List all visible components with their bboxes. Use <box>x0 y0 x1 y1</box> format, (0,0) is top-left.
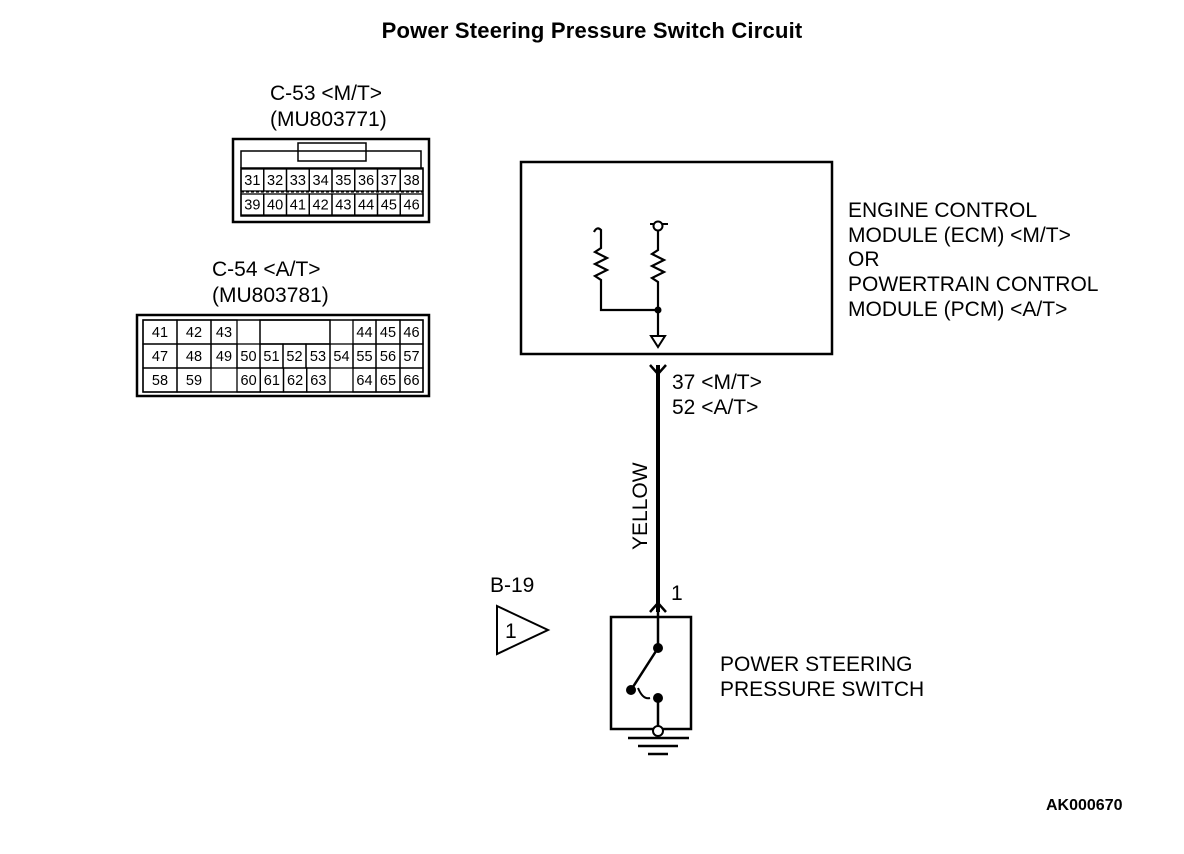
switch-label-line1: POWER STEERING <box>720 653 913 676</box>
switch-terminal-arrow <box>649 601 667 613</box>
pin-cell <box>176 367 212 393</box>
pin-number: 31 <box>244 173 260 189</box>
figure-code: AK000670 <box>1046 797 1123 814</box>
pin-cell <box>399 168 424 192</box>
pin-number: 46 <box>403 325 419 341</box>
switch-blade <box>629 647 660 691</box>
ecm-label-line5: MODULE (PCM) <A/T> <box>848 298 1067 321</box>
ecm-label-line1: ENGINE CONTROL <box>848 199 1037 222</box>
pin-number: 63 <box>310 373 326 389</box>
pin-number: 48 <box>186 349 202 365</box>
connector-c53-part: (MU803771) <box>270 108 387 131</box>
pin-number: 49 <box>216 349 232 365</box>
switch-ground-terminal <box>652 725 664 737</box>
switch-spring <box>637 687 651 700</box>
pin-number: 52 <box>286 349 302 365</box>
ecm-right-resistor <box>649 231 667 336</box>
pin-number: 58 <box>152 373 168 389</box>
ecm-label-line4: POWERTRAIN CONTROL <box>848 273 1098 296</box>
connector-c54-part: (MU803781) <box>212 284 329 307</box>
pin-number: 44 <box>356 325 372 341</box>
pin-number: 44 <box>358 198 374 214</box>
pin-number: 41 <box>152 325 168 341</box>
ecm-supply-terminal <box>652 220 664 232</box>
connector-c53-lock <box>297 142 367 162</box>
pin-number: 62 <box>287 373 303 389</box>
pin-number: 46 <box>404 198 420 214</box>
switch-pivot-contact <box>626 685 636 695</box>
pin-number: 34 <box>313 173 329 189</box>
ecm-input-buffer <box>649 335 667 349</box>
pin-cell <box>306 367 331 393</box>
ecm-module: ENGINE CONTROL MODULE (ECM) <M/T> OR POW… <box>519 160 1098 356</box>
pin-number: 43 <box>335 198 351 214</box>
pin-number: 45 <box>381 198 397 214</box>
yellow-wire: 37 <M/T> 52 <A/T> YELLOW 1 <box>629 364 762 613</box>
ecm-label-line2: MODULE (ECM) <M/T> <box>848 224 1071 247</box>
pin-number: 39 <box>244 198 260 214</box>
pressure-switch: POWER STEERING PRESSURE SWITCH <box>609 612 924 756</box>
pin-number: 42 <box>313 198 329 214</box>
connector-c54-name: C-54 <A/T> <box>212 258 321 281</box>
pin-number: 32 <box>267 173 283 189</box>
pin-number: 61 <box>264 373 280 389</box>
connector-c53-housing <box>240 150 422 168</box>
pin-number: 47 <box>152 349 168 365</box>
ecm-terminal-mt: 37 <M/T> <box>672 371 762 394</box>
pin-number: 50 <box>240 349 256 365</box>
wire-color-label: YELLOW <box>629 462 652 550</box>
pin-number: 53 <box>310 349 326 365</box>
connector-c53-cells: 31 32 33 34 35 36 37 38 39 40 41 42 43 44 45 46 <box>240 168 424 216</box>
connector-b19-pin: 1 <box>505 620 517 643</box>
ecm-terminal-at: 52 <A/T> <box>672 396 758 419</box>
switch-label-line2: PRESSURE SWITCH <box>720 678 924 701</box>
connector-c53-outline <box>231 137 431 224</box>
pin-number: 56 <box>380 349 396 365</box>
ecm-label-line3: OR <box>848 248 880 271</box>
pin-cell <box>399 193 424 216</box>
connector-c54-lock <box>259 319 331 345</box>
pin-number: 41 <box>290 198 306 214</box>
pin-number: 55 <box>356 349 372 365</box>
pin-number: 66 <box>403 373 419 389</box>
pin-number: 36 <box>358 173 374 189</box>
pin-number: 37 <box>381 173 397 189</box>
pin-number: 64 <box>356 373 372 389</box>
connector-b19: B-19 1 <box>490 574 551 656</box>
ecm-left-resistor <box>592 227 658 312</box>
pin-cell <box>399 367 424 393</box>
connector-c54-cells: 41 42 43 44 45 46 47 48 49 50 51 52 53 54 55 56 57 58 59 60… <box>142 319 424 393</box>
switch-box <box>609 615 693 731</box>
pin-number: 35 <box>335 173 351 189</box>
diagram-title: Power Steering Pressure Switch Circuit <box>381 18 803 43</box>
pin-number: 40 <box>267 198 283 214</box>
connector-c54-outline <box>135 313 431 398</box>
pin-number: 51 <box>263 349 279 365</box>
switch-terminal-number: 1 <box>671 582 683 605</box>
ecm-junction-dot <box>654 306 662 314</box>
pin-number: 59 <box>186 373 202 389</box>
pin-number: 42 <box>186 325 202 341</box>
pin-number: 43 <box>216 325 232 341</box>
pin-number: 45 <box>380 325 396 341</box>
pin-number: 38 <box>404 173 420 189</box>
pin-number: 60 <box>241 373 257 389</box>
connector-b19-triangle <box>496 604 551 656</box>
connector-b19-name: B-19 <box>490 574 534 597</box>
pin-number: 65 <box>380 373 396 389</box>
pin-number: 57 <box>403 349 419 365</box>
connector-c54: C-54 <A/T> (MU803781) 41 42 43 44 45 46 47 48 49… <box>135 258 431 398</box>
connector-c53-name: C-53 <M/T> <box>270 82 382 105</box>
connector-c53: C-53 <M/T> (MU803771) 31 32 33 34 35 36 37 38 39… <box>231 82 431 224</box>
ecm-box <box>519 160 834 356</box>
pin-number: 54 <box>333 349 349 365</box>
pin-number: 33 <box>290 173 306 189</box>
